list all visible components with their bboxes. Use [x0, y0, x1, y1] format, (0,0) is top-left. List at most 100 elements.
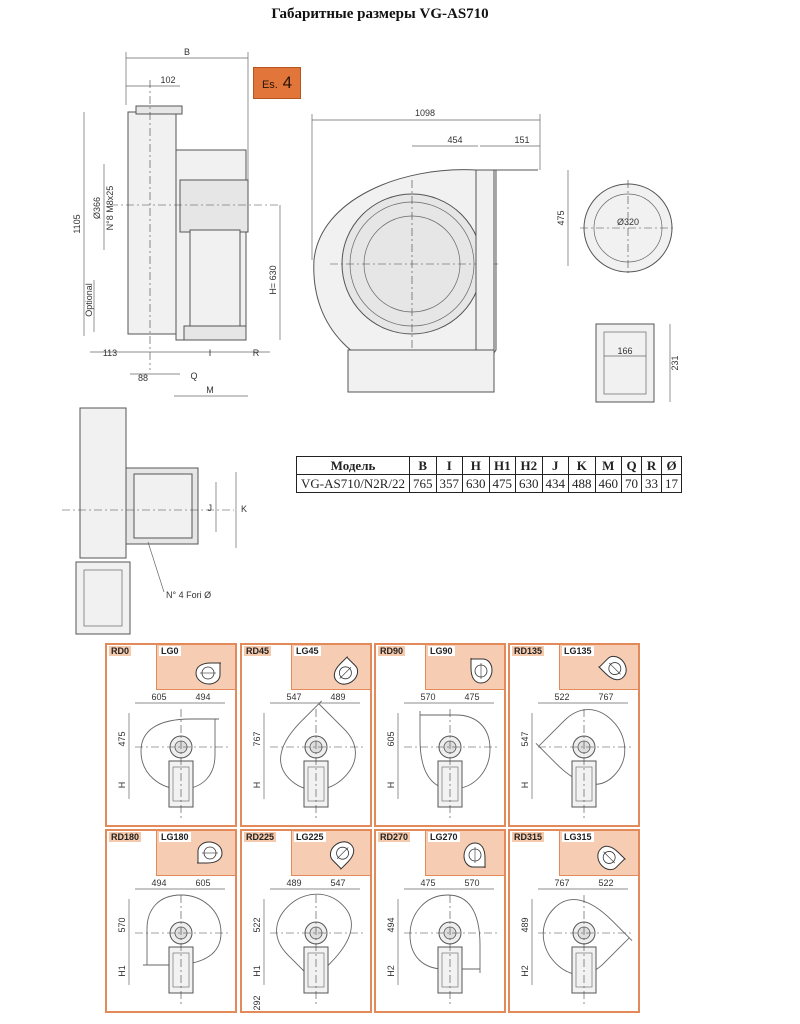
spec-table: Модель B I H H1 H2 J K M Q R Ø VG-AS710/…	[295, 456, 683, 493]
orientation-code: LG0	[159, 646, 181, 656]
orientation-code: LG135	[562, 646, 594, 656]
col-model: Модель	[295, 456, 411, 475]
dim-475: 475	[556, 210, 566, 225]
dim-b: 767	[598, 692, 613, 702]
cell-H: 630	[462, 474, 490, 493]
dim-h: H2	[520, 965, 530, 977]
cell-B: 765	[409, 474, 437, 493]
cell-M: 460	[594, 474, 623, 493]
dim-a: 570	[420, 692, 435, 702]
dim-v: 605	[386, 731, 396, 746]
col-K: K	[568, 456, 596, 475]
rotation-icon	[463, 842, 486, 868]
dim-bolts: N°8 M8x25	[105, 186, 115, 231]
dim-1105: 1105	[72, 214, 82, 233]
orientation-box: LG135	[559, 645, 638, 690]
dim-v: 494	[386, 917, 396, 932]
dim-a: 494	[151, 878, 166, 888]
col-H: H	[462, 456, 490, 475]
orientation-box: LG90	[425, 645, 504, 690]
dim-v: 767	[252, 731, 262, 746]
dim-R: R	[253, 348, 260, 358]
dim-231: 231	[670, 355, 680, 370]
cell-I: 357	[435, 474, 464, 493]
badge-number: 4	[282, 73, 293, 92]
rotation-code: RD180	[109, 832, 142, 842]
dim-h: H1	[117, 965, 127, 977]
dim-dia320: Ø320	[617, 217, 639, 227]
orientation-code: LG180	[159, 832, 191, 842]
rotation-code: RD135	[512, 646, 545, 656]
rotation-icon	[195, 662, 221, 685]
col-dia: Ø	[661, 456, 683, 475]
dim-h: H	[520, 782, 530, 789]
rotation-icon	[329, 841, 355, 870]
dim-151: 151	[514, 135, 529, 145]
rotation-code: RD225	[244, 832, 277, 842]
cell-Q: 70	[621, 474, 643, 493]
dim-I: I	[209, 348, 212, 358]
cell-J: 434	[541, 474, 570, 493]
cell-K: 488	[568, 474, 596, 493]
dim-v: 522	[252, 917, 262, 932]
dim-a: 547	[286, 692, 301, 702]
dim-B: B	[184, 47, 190, 57]
rotation-icon	[197, 841, 223, 864]
dim-v: 570	[117, 917, 127, 932]
page-title: Габаритные размеры VG-AS710	[271, 6, 489, 22]
dim-H: H= 630	[268, 265, 278, 294]
rotation-code: RD315	[512, 832, 545, 842]
table-row: VG-AS710/N2R/22 765 357 630 475 630 434 …	[295, 474, 683, 493]
dim-v: 547	[520, 731, 530, 746]
col-M: M	[594, 456, 623, 475]
badge-prefix: Es.	[261, 79, 278, 91]
rotation-code: RD90	[378, 646, 406, 656]
dim-102: 102	[160, 75, 175, 85]
dim-b: 522	[598, 878, 613, 888]
orientation-code: LG45	[294, 646, 321, 656]
rotation-code: RD45	[244, 646, 272, 656]
cell-dia: 17	[661, 474, 683, 493]
col-I: I	[435, 456, 464, 475]
rotation-icon	[470, 658, 493, 684]
panel-header: RD225 LG225	[242, 831, 370, 876]
cell-model: VG-AS710/N2R/22	[295, 474, 411, 493]
rotation-icon	[597, 845, 626, 871]
dim-J: J	[208, 503, 213, 513]
dim-b: 489	[330, 692, 345, 702]
dim-Q: Q	[190, 371, 197, 381]
dim-a: 522	[554, 692, 569, 702]
cell-H1: 475	[488, 474, 517, 493]
orientation-box: LG180	[156, 831, 235, 876]
dim-K: K	[241, 504, 247, 514]
col-H2: H2	[515, 456, 543, 475]
dim-optional: Optional	[84, 283, 94, 317]
panel-header: RD315 LG315	[510, 831, 638, 876]
orientation-box: LG0	[156, 645, 235, 690]
side-view-drawing: 1098 454 151 475	[311, 108, 569, 393]
orientation-code: LG315	[562, 832, 594, 842]
dim-extra: 292	[252, 995, 262, 1010]
front-view-drawing: B 102 1105 Ø366 N°8 M8x25 Optional H= 63…	[72, 47, 281, 397]
col-R: R	[641, 456, 663, 475]
dim-113: 113	[103, 348, 117, 358]
dim-h: H1	[252, 965, 262, 977]
cell-R: 33	[641, 474, 663, 493]
dim-166: 166	[617, 346, 632, 356]
orientation-code: LG225	[294, 832, 326, 842]
orientation-code: LG90	[428, 646, 455, 656]
dim-b: 547	[330, 878, 345, 888]
